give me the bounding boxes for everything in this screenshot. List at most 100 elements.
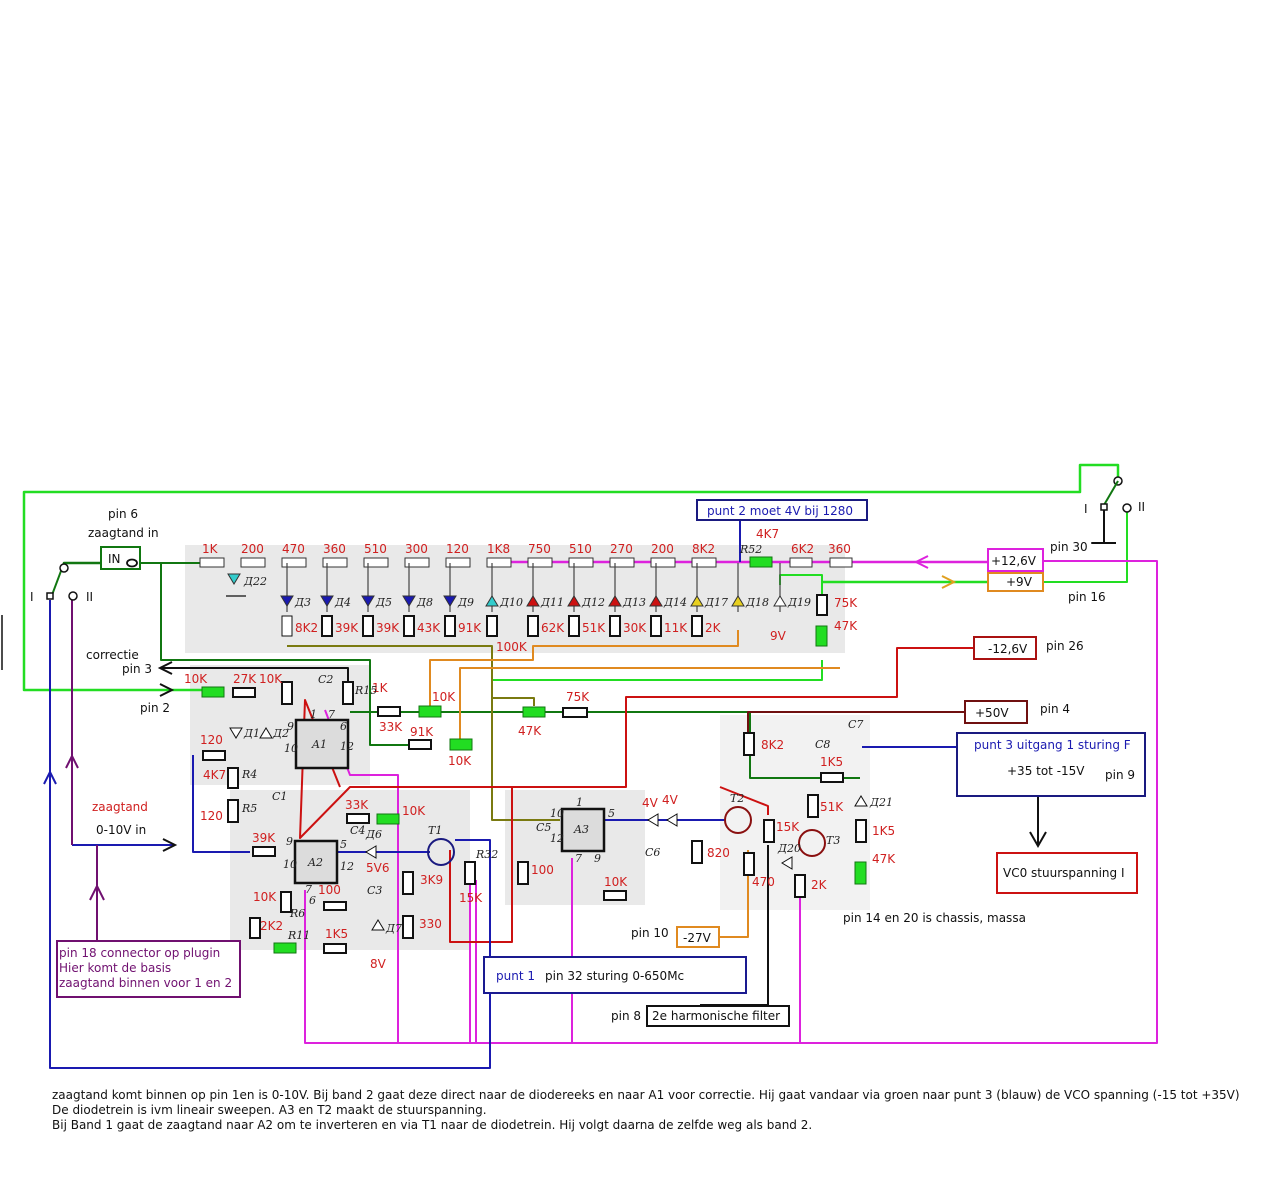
ladder-shunt-resistor <box>650 615 662 637</box>
switch-right-label-2: II <box>1138 500 1145 514</box>
neg27-note: -27V pin 10 <box>631 926 720 948</box>
pin18-line1: pin 18 connector op plugin <box>59 946 220 960</box>
ladder-series-resistor <box>650 557 676 568</box>
resistor-100-a3 <box>517 861 529 885</box>
input-jack-box <box>100 546 141 570</box>
supply-9v-value: +9V <box>1006 575 1033 589</box>
switch-left-common <box>59 563 69 573</box>
arrow-12v6-icon <box>913 555 929 569</box>
ladder-diode-icon <box>690 595 704 607</box>
ladder-series-value: 1K8 <box>487 542 510 556</box>
diode-d7-icon <box>371 919 385 931</box>
switch-right[interactable]: I II <box>1084 476 1145 516</box>
ladder-diode-ref: Д13 <box>622 596 646 609</box>
wire-correction <box>160 563 420 746</box>
resistor-470 <box>743 852 755 876</box>
ladder-series-resistor <box>322 557 348 568</box>
supply-50v-value: +50V <box>975 706 1009 720</box>
description-text: zaagtand komt binnen op pin 1en is 0-10V… <box>52 1088 1242 1133</box>
ladder-series-value: 8K2 <box>692 542 715 556</box>
r52-value: 4K7 <box>756 527 779 541</box>
ref-t2: T2 <box>730 792 744 805</box>
a3-pin7: 7 <box>575 852 582 865</box>
diode-d1-icon <box>229 727 243 739</box>
val-51k: 51K <box>820 800 844 814</box>
input-jack[interactable]: IN <box>100 546 141 570</box>
switch-left[interactable]: I II <box>30 563 93 604</box>
ladder-diode-icon <box>320 595 334 607</box>
wire-orange-27v <box>718 850 749 938</box>
val-470: 470 <box>752 875 775 889</box>
ladder-shunt-resistor <box>362 615 374 637</box>
a1-pin10: 10 <box>284 742 298 755</box>
switch-left-pos2 <box>68 591 78 601</box>
val-10k-a1pot: 10K <box>184 672 208 686</box>
wire-switch-right <box>1091 510 1116 544</box>
a1-pin6: 6 <box>340 720 347 733</box>
ladder-series-value: 750 <box>528 542 551 556</box>
ref-r5: R5 <box>241 802 257 815</box>
ref-c6: C6 <box>645 846 660 859</box>
pot-47k-t3[interactable] <box>854 861 867 885</box>
pot-10k-a2[interactable] <box>376 813 400 825</box>
resistor-120b <box>227 799 239 823</box>
pot-10k-mid[interactable] <box>418 705 442 718</box>
ladder-diode-ref: Д11 <box>540 596 564 609</box>
punt1-text: pin 32 sturing 0-650Mc <box>545 969 684 983</box>
ladder-shunt-resistor <box>527 615 539 637</box>
resistor-330 <box>402 915 414 939</box>
resistor-91k <box>408 739 432 750</box>
resistor-15k-t2 <box>763 819 775 843</box>
a2-pin6: 6 <box>309 894 316 907</box>
pot-47k-right[interactable] <box>815 625 828 647</box>
a3-pin5: 5 <box>608 807 615 820</box>
input-jack-label: IN <box>108 552 121 566</box>
ladder-shunt-resistor <box>568 615 580 637</box>
ref-c8: C8 <box>815 738 830 751</box>
pot-47k-a3[interactable] <box>522 706 546 718</box>
pot-10k-low[interactable] <box>449 738 473 751</box>
resistor-100-a2 <box>323 901 347 911</box>
ladder-series-resistor <box>240 557 266 568</box>
ladder-series-resistor <box>527 557 553 568</box>
resistor-10k-a1 <box>281 681 293 705</box>
ladder-shunt-value: 39K <box>335 621 359 635</box>
resistor-8k2-t2 <box>743 732 755 756</box>
transistor-t2-icon <box>724 806 752 834</box>
punt2-text: punt 2 moet 4V bij 1280 <box>707 504 853 518</box>
ladder-shunt-value: 62K <box>541 621 565 635</box>
ref-t3: T3 <box>826 834 840 847</box>
supply-12v6-value: +12,6V <box>991 554 1037 568</box>
val-2k: 2K <box>811 878 828 892</box>
ladder-shunt-value: 51K <box>582 621 606 635</box>
punt1-title: punt 1 <box>496 969 535 983</box>
val-4k7: 4K7 <box>203 768 226 782</box>
arrow-9v-icon <box>941 575 957 589</box>
a1-pin7: 7 <box>328 708 335 721</box>
neg27-value: -27V <box>683 931 712 945</box>
resistor-75k-right-value: 75K <box>834 596 858 610</box>
r52-potentiometer[interactable] <box>749 556 773 568</box>
diode-d21-icon <box>854 795 868 807</box>
a2-pin5: 5 <box>340 838 347 851</box>
supply-9v-pin: pin 16 <box>1068 590 1106 604</box>
val-4v-b: 4V <box>662 793 679 807</box>
ladder-diode-icon <box>649 595 663 607</box>
resistor-820 <box>691 840 703 864</box>
ladder-diode-ref: Д3 <box>294 596 311 609</box>
resistor-39k <box>252 846 276 857</box>
switch-left-label-1: I <box>30 590 34 604</box>
ladder-diode-ref: Д14 <box>663 596 687 609</box>
val-47k-a3: 47K <box>518 724 542 738</box>
ladder-diode-ref: Д9 <box>457 596 474 609</box>
ladder-series-value: 200 <box>241 542 264 556</box>
ref-r6: R6 <box>289 907 305 920</box>
wire-red-a3 <box>449 787 513 943</box>
pot-10k-a1[interactable] <box>201 686 225 698</box>
supply-neg12v6: -12,6V pin 26 <box>973 636 1084 660</box>
val-75k-a3: 75K <box>566 690 590 704</box>
pot-r11[interactable] <box>273 942 297 954</box>
